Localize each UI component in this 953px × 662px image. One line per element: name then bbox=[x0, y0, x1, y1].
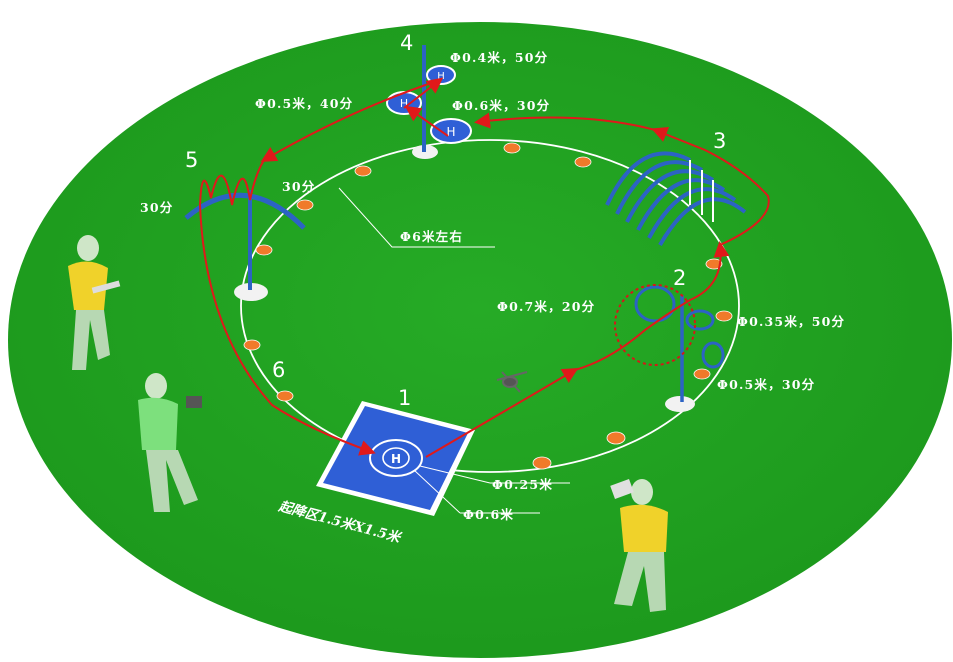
label-ring4-top: Φ0.4米，50分 bbox=[450, 50, 548, 65]
station-2-loops bbox=[614, 284, 725, 412]
label-station2-left: Φ0.7米，20分 bbox=[497, 299, 595, 314]
label-helipad-outer: Φ0.6米 bbox=[463, 507, 514, 522]
cone bbox=[276, 390, 294, 402]
station-number-2: 2 bbox=[673, 266, 686, 290]
label-helipad-inner: Φ0.25米 bbox=[492, 477, 553, 492]
label-arc5-right: 30分 bbox=[282, 179, 316, 194]
cone bbox=[296, 199, 314, 211]
cone-markers bbox=[243, 142, 733, 470]
operator-left-top bbox=[68, 235, 121, 370]
station-3-arches bbox=[605, 151, 747, 246]
cone bbox=[574, 156, 592, 168]
flight-route bbox=[198, 77, 770, 458]
cone bbox=[354, 165, 372, 177]
helipad-h-icon: H bbox=[437, 71, 445, 82]
cone bbox=[715, 310, 733, 322]
flight-circle bbox=[240, 139, 740, 473]
cone bbox=[255, 244, 273, 256]
label-ring4-left: Φ0.5米，40分 bbox=[255, 96, 353, 111]
station-number-4: 4 bbox=[400, 31, 413, 55]
leader-lines bbox=[338, 187, 495, 248]
operator-left-bottom bbox=[138, 373, 202, 512]
operator-right bbox=[610, 479, 668, 612]
station-number-6: 6 bbox=[272, 358, 285, 382]
station-4-rings: H H H bbox=[386, 45, 472, 159]
station-number-5: 5 bbox=[185, 148, 198, 172]
cone bbox=[705, 258, 723, 270]
cone bbox=[503, 142, 521, 154]
landing-pad: H bbox=[316, 401, 570, 516]
label-station2-bottom: Φ0.5米，30分 bbox=[717, 377, 815, 392]
station-number-1: 1 bbox=[398, 386, 411, 410]
drone bbox=[496, 371, 528, 393]
label-arc5-left: 30分 bbox=[140, 200, 174, 215]
cone bbox=[532, 456, 552, 470]
helipad-h-icon: H bbox=[391, 452, 401, 466]
cone bbox=[693, 368, 711, 380]
helipad-h-icon: H bbox=[400, 97, 408, 110]
label-circle-diameter: Φ6米左右 bbox=[400, 229, 463, 244]
label-station2-right: Φ0.35米，50分 bbox=[737, 314, 845, 329]
field bbox=[8, 22, 952, 658]
cone bbox=[606, 431, 626, 445]
cone bbox=[243, 339, 261, 351]
label-ring4-right: Φ0.6米，30分 bbox=[452, 98, 550, 113]
station-number-3: 3 bbox=[713, 129, 726, 153]
helipad-h-icon: H bbox=[446, 125, 455, 139]
